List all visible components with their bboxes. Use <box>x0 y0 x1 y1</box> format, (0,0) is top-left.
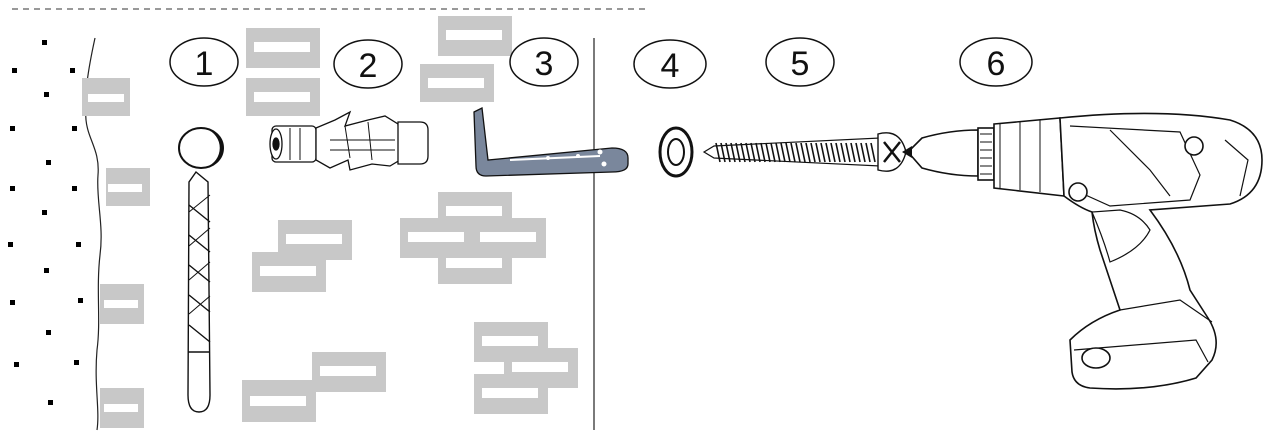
label-placeholder <box>242 380 316 422</box>
cordless-drill-icon <box>906 112 1263 390</box>
step-number-3: 3 <box>535 45 554 83</box>
screw-thread <box>835 142 841 163</box>
screw-thread <box>750 142 756 163</box>
step-badge-6: 6 <box>959 37 1033 87</box>
screw-thread <box>745 142 751 163</box>
screw-thread <box>820 142 826 163</box>
screw-thread <box>870 142 876 163</box>
screw-thread <box>860 142 866 163</box>
screw-thread <box>840 142 846 163</box>
screw-thread <box>845 142 851 163</box>
screw-thread <box>715 142 721 163</box>
washer-icon <box>658 126 694 178</box>
drill-bit-icon <box>187 170 211 413</box>
label-placeholder <box>474 374 548 414</box>
screw-thread <box>740 142 746 163</box>
l-bracket-icon <box>473 107 629 177</box>
screw-thread <box>720 142 726 163</box>
screw-thread <box>850 142 856 163</box>
drill-tip <box>902 146 912 158</box>
screw-thread <box>785 142 791 163</box>
screw-thread <box>725 142 731 163</box>
screw-thread <box>760 142 766 163</box>
label-placeholder <box>82 78 130 116</box>
screw-thread <box>815 142 821 163</box>
screw-thread <box>780 142 786 163</box>
label-placeholder <box>246 28 320 68</box>
label-placeholder <box>420 64 494 102</box>
label-placeholder <box>106 168 150 206</box>
step-badge-5: 5 <box>765 37 835 87</box>
screw-thread <box>735 142 741 163</box>
drill-hole-icon <box>178 127 224 169</box>
label-placeholder <box>252 252 326 292</box>
wall-texture-dots <box>8 40 83 405</box>
screw-thread <box>830 142 836 163</box>
label-placeholder <box>438 244 512 284</box>
step-number-5: 5 <box>791 45 810 83</box>
screw-thread <box>755 142 761 163</box>
screw-thread <box>730 142 736 163</box>
step-number-6: 6 <box>987 45 1006 83</box>
label-placeholders <box>82 16 578 428</box>
label-placeholder <box>246 78 320 116</box>
label-placeholder <box>438 16 512 56</box>
screw-thread <box>790 142 796 163</box>
step-badge-1: 1 <box>169 37 239 87</box>
screw-thread <box>775 142 781 163</box>
screw-thread <box>765 142 771 163</box>
step-number-1: 1 <box>195 45 214 83</box>
step-number-4: 4 <box>661 47 680 85</box>
wall-plug-anchor-icon <box>269 110 429 171</box>
step-badge-3: 3 <box>509 37 579 87</box>
screw-thread <box>805 142 811 163</box>
step-badge-2: 2 <box>333 39 403 89</box>
step-badge-4: 4 <box>633 39 707 89</box>
screw-thread <box>825 142 831 163</box>
label-placeholder <box>100 388 144 428</box>
screw-thread <box>800 142 806 163</box>
label-placeholder <box>312 352 386 392</box>
screw-thread <box>810 142 816 163</box>
screw-thread <box>855 142 861 163</box>
screw-thread <box>770 142 776 163</box>
step-number-2: 2 <box>359 47 378 85</box>
screw-thread <box>795 142 801 163</box>
screw-thread <box>865 142 871 163</box>
label-placeholder <box>100 284 144 324</box>
screw-icon <box>702 132 907 172</box>
